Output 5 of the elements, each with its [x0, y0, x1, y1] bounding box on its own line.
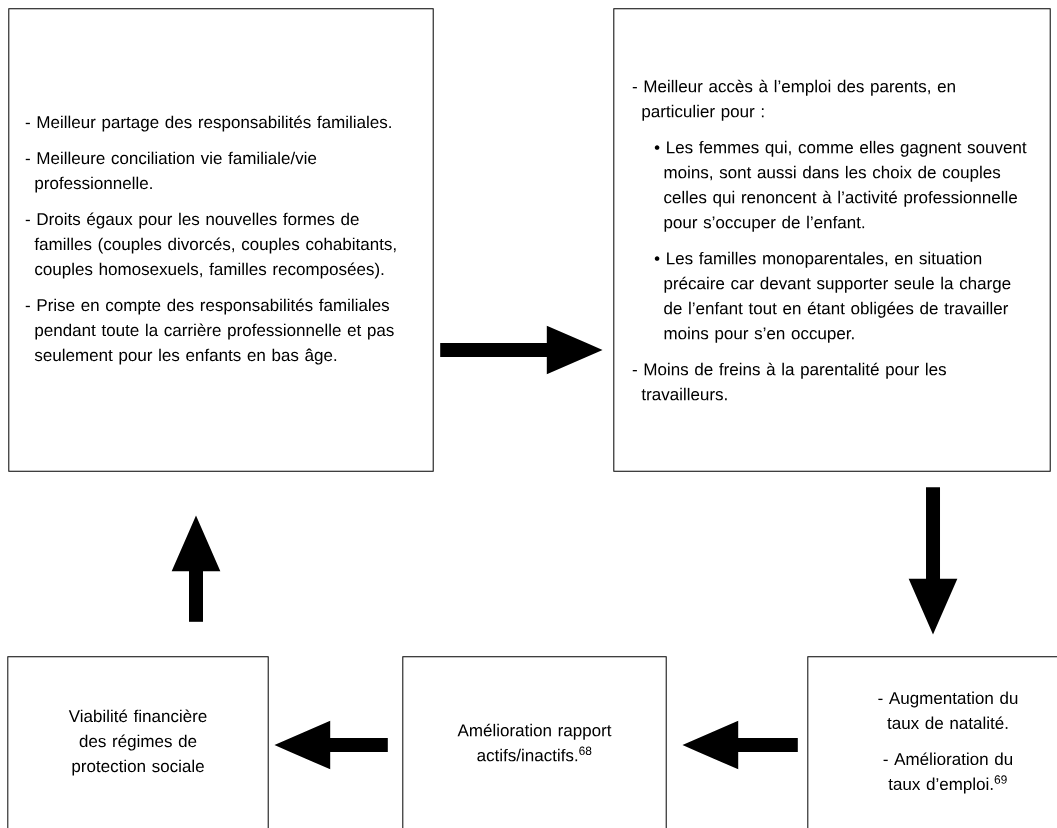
text-box: Viabilité financière des régimes de protection sociale — [7, 656, 269, 828]
text-box: - Meilleur partage des responsabilités familiales. - Meilleure conciliation vie familiale/vie professionnelle. - Droits égaux pour les nouvelles formes de familles (couples divorcés, couples cohabitants, couples homosexuels, familles recomposées). - Prise en compte des responsabilités familiales pendant toute la carrière professionnelle et pas seulement pour les enfants en bas âge. — [8, 8, 434, 472]
text-box: Amélioration rapport actifs/inactifs.$^{68}$ — [402, 656, 667, 828]
text-box: - Augmentation du taux de natalité. - Amélioration du taux d’emploi.$^{69}$ — [807, 656, 1057, 828]
text-box: - Meilleur accès à l’emploi des parents, en particulier pour : • Les femmes qui, comme elles gagnent souvent moins, sont aussi dans les choix de couples celles qui renoncent à l’activité professionnelle pour s’occuper de l’enfant. • Les familles monoparentales, en situation précaire car devant supporter seule la charge de l’enfant tout en étant obligées de travailler moins pour s’en occuper. - Moins de freins à la parentalité pour les travailleurs. — [613, 8, 1051, 472]
